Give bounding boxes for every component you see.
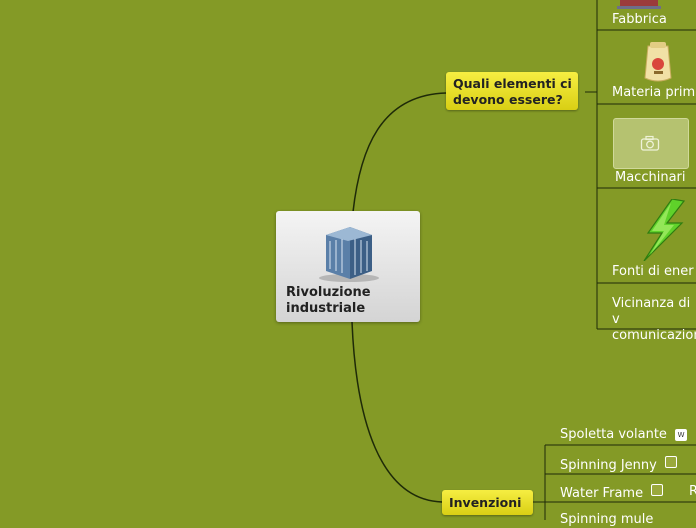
factory-icon [617,0,661,9]
node-spinning-mule[interactable]: Spinning mule [560,512,654,527]
lightning-icon [643,199,686,261]
node-fabbrica[interactable]: Fabbrica [612,12,667,27]
node-materia-prima[interactable]: Materia prim [612,85,696,100]
image-placeholder[interactable] [613,118,689,169]
building-icon [319,227,379,282]
image-attachment-icon[interactable] [664,456,677,468]
topic-inventions-label: Invenzioni [449,495,522,510]
node-macchinari[interactable]: Macchinari [615,170,686,185]
node-water-frame-label: Water Frame [560,486,644,501]
camera-icon [640,135,660,151]
topic-inventions[interactable]: Invenzioni [442,490,533,515]
node-r-fragment[interactable]: R [689,484,696,499]
node-spoletta-label: Spoletta volante [560,427,667,442]
node-spinning-jenny-label: Spinning Jenny [560,458,657,473]
node-water-frame[interactable]: Water Frame [560,484,664,502]
node-spinning-jenny[interactable]: Spinning Jenny [560,456,677,474]
node-vicinanza[interactable]: Vicinanza di v comunicazion [612,296,696,343]
topic-elements[interactable]: Quali elementi ci devono essere? [446,72,578,110]
topic-elements-label: Quali elementi ci devono essere? [453,76,572,107]
central-topic[interactable]: Rivoluzione industriale [276,211,420,322]
image-attachment-icon[interactable] [651,484,664,496]
sack-icon [644,42,672,82]
node-spoletta-volante[interactable]: Spoletta volante W [560,427,688,443]
central-topic-label: Rivoluzione industriale [286,285,371,316]
wikipedia-icon[interactable]: W [675,429,688,441]
node-fonti-energia[interactable]: Fonti di ener [612,264,694,279]
